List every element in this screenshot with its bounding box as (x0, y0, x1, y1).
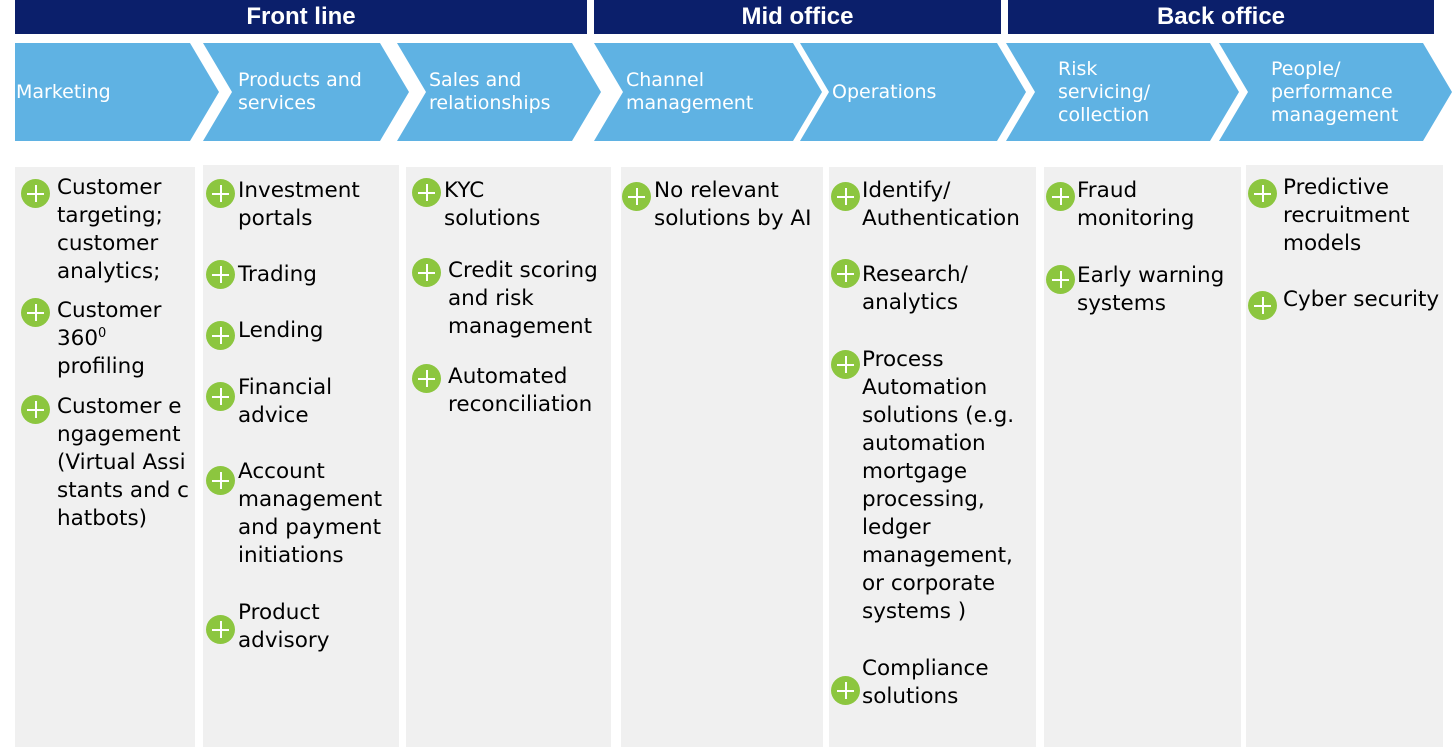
list-item: Investment portals (238, 178, 360, 231)
plus-icon (206, 615, 235, 644)
group-header-back-office: Back office (1008, 0, 1434, 34)
group-header-front-line: Front line (15, 0, 587, 34)
column-risk (1044, 167, 1241, 747)
chevron-risk (1006, 43, 1239, 141)
plus-icon (831, 259, 860, 288)
list-item: Customer targeting; customer analytics; (57, 175, 163, 284)
list-item: KYC solutions (444, 178, 541, 231)
plus-icon (21, 179, 50, 208)
chevron-people (1219, 43, 1452, 141)
chevron-products (203, 43, 409, 141)
stage-label-sales: Sales and relationships (429, 69, 551, 114)
list-item: Lending (238, 318, 324, 343)
column-channel (621, 167, 823, 747)
plus-icon (831, 676, 860, 705)
plus-icon (206, 382, 235, 411)
plus-icon (831, 182, 860, 211)
process-chevrons (15, 43, 1452, 141)
list-item: Fraud monitoring (1077, 178, 1195, 231)
list-item: Cyber security (1283, 287, 1440, 312)
column-sales (406, 167, 611, 747)
plus-icon (622, 182, 651, 211)
plus-icon (412, 364, 441, 393)
list-item: No relevant solutions by AI (654, 178, 812, 231)
list-item: Product advisory (238, 600, 330, 653)
plus-icon (21, 395, 50, 424)
list-item: Early warning systems (1077, 263, 1225, 316)
list-item: Account management and payment initiatio… (238, 459, 383, 568)
column-marketing (15, 167, 195, 747)
plus-icon (206, 179, 235, 208)
chevron-marketing (15, 43, 219, 141)
plus-icon (412, 258, 441, 287)
list-item: Customer engagement (Virtual Assistants … (57, 394, 190, 531)
group-header-mid-office: Mid office (594, 0, 1001, 34)
list-item: Trading (238, 262, 317, 287)
chevron-sales (397, 43, 601, 141)
chevron-channel (594, 43, 822, 141)
list-item: Automated reconciliation (448, 364, 593, 417)
list-item: Identify/ Authentication (862, 178, 1020, 231)
stage-label-products: Products and services (238, 69, 362, 114)
chevron-operations (800, 43, 1026, 141)
plus-icon (831, 350, 860, 379)
column-products (203, 165, 399, 747)
column-operations (829, 167, 1036, 747)
plus-icon (21, 298, 50, 327)
list-item: Research/ analytics (862, 262, 968, 315)
column-people (1246, 165, 1443, 747)
plus-icon (206, 321, 235, 350)
list-item: Credit scoring and risk management (448, 258, 598, 339)
stage-label-marketing: Marketing (16, 80, 111, 103)
list-item: Compliance solutions (862, 656, 989, 709)
list-item: Process Automation solutions (e.g. autom… (862, 347, 1015, 624)
plus-icon (206, 260, 235, 289)
stage-label-people: People/ performance management (1271, 57, 1399, 126)
stage-label-risk: Risk servicing/ collection (1058, 57, 1151, 126)
plus-icon (1046, 265, 1075, 294)
plus-icon (412, 178, 441, 207)
stage-label-operations: Operations (832, 80, 937, 103)
plus-icon (1248, 291, 1277, 320)
list-item: Financial advice (238, 375, 333, 428)
list-item: Predictive recruitment models (1283, 175, 1410, 256)
plus-icon (206, 466, 235, 495)
stage-label-channel: Channel management (626, 69, 754, 114)
plus-icon (1248, 179, 1277, 208)
plus-icon (1046, 182, 1075, 211)
